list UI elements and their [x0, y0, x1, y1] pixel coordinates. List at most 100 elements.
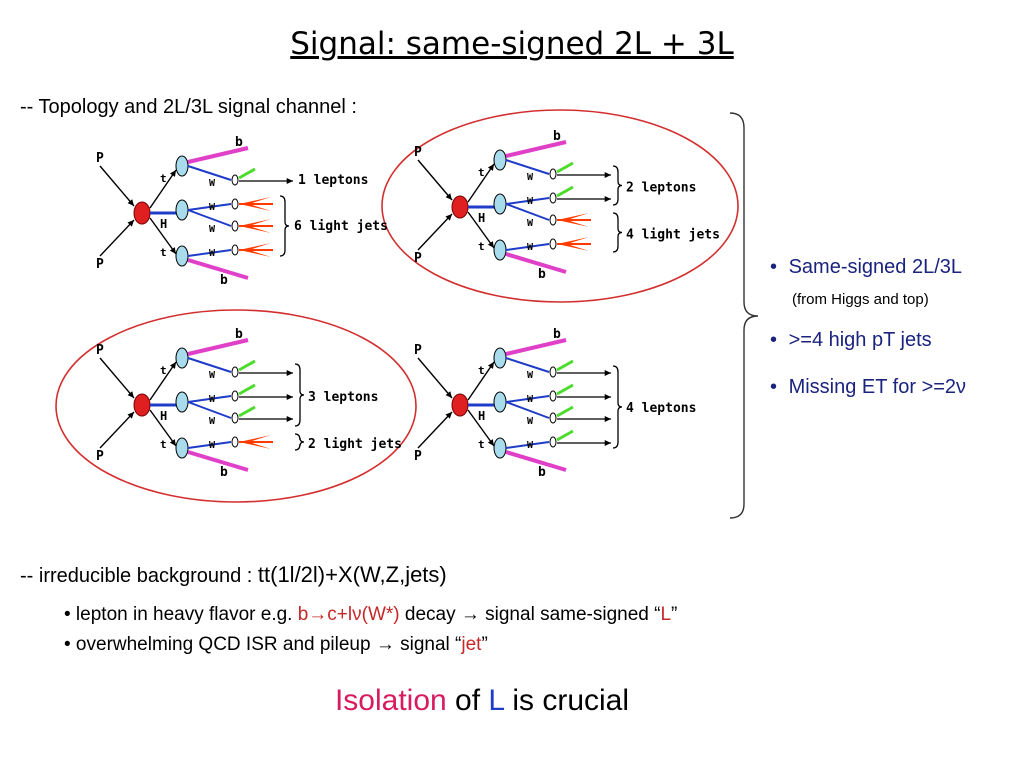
w-decay-node — [231, 366, 239, 378]
note-text: ” — [481, 634, 488, 655]
bottom-label-bottom: b — [538, 267, 546, 282]
bottom-quark-bottom — [187, 258, 249, 280]
production-vertex — [133, 393, 151, 417]
decay-node — [175, 199, 189, 221]
conclusion-L: L — [488, 684, 504, 717]
incoming-proton-bottom-head — [127, 412, 134, 419]
lepton-line-head — [286, 369, 293, 377]
w-boson-line — [505, 357, 550, 373]
w-label: W — [527, 242, 534, 253]
lepton-brace — [612, 365, 623, 449]
lepton-line-head — [604, 439, 611, 447]
decay-node — [175, 391, 189, 413]
w-boson-line — [505, 243, 550, 251]
w-decay-node — [549, 436, 557, 448]
jet-count-label: 6 light jets — [294, 219, 388, 234]
proton-label-bottom: P — [414, 449, 422, 464]
neutrino-line — [238, 359, 256, 372]
w-label: W — [209, 440, 216, 451]
top-quark-line — [467, 163, 495, 203]
incoming-proton-top — [417, 159, 453, 201]
proton-label-top: P — [96, 151, 104, 166]
antitop-label: t — [160, 438, 167, 451]
neutrino-line — [556, 429, 574, 442]
right-bracket — [729, 112, 759, 519]
w-decay-node — [549, 238, 557, 250]
w-boson-line — [505, 159, 550, 175]
lepton-brace — [612, 165, 623, 206]
proton-label-top: P — [414, 145, 422, 160]
antitop-quark-line — [149, 217, 177, 255]
neutrino-line — [238, 167, 256, 180]
conclusion-text: of — [446, 684, 489, 717]
background-line: -- irreducible background : tt(1l/2l)+X(… — [20, 562, 447, 588]
neutrino-line — [556, 359, 574, 372]
w-decay-node — [549, 366, 557, 378]
bottom-quark-top — [187, 146, 249, 164]
higgs-label: H — [160, 217, 167, 231]
w-decay-node — [231, 244, 239, 256]
incoming-proton-bottom-head — [127, 220, 134, 227]
bullet-marker: • — [770, 256, 778, 278]
bullet-same-signed: • Same-signed 2L/3L — [770, 256, 962, 279]
w-label: W — [527, 196, 534, 207]
antitop-quark-line — [467, 211, 495, 249]
note-text: decay → signal same-signed “ — [399, 604, 661, 625]
conclusion-text: is crucial — [504, 684, 630, 717]
neutrino-line — [556, 185, 574, 198]
higgs-label: H — [478, 409, 485, 423]
neutrino-line — [238, 383, 256, 396]
incoming-proton-bottom — [417, 411, 453, 449]
decay-formula: b→c+lν(W*) — [297, 604, 400, 625]
top-quark-line-head — [487, 164, 494, 171]
bullet-marker: • — [770, 376, 778, 398]
top-quark-line-head — [169, 362, 176, 369]
w-label: W — [209, 202, 216, 213]
jet-count-label: 4 light jets — [626, 228, 720, 243]
bottom-quark-bottom — [187, 450, 249, 472]
w-boson-line — [187, 441, 232, 449]
incoming-proton-bottom-head — [445, 214, 452, 221]
incoming-proton-top — [99, 357, 135, 399]
topology-label: -- Topology and 2L/3L signal channel : — [20, 96, 357, 118]
neutrino-line — [556, 161, 574, 174]
bottom-label-bottom: b — [220, 273, 228, 288]
antitop-quark-line — [149, 409, 177, 447]
note-text: • lepton in heavy flavor e.g. — [64, 604, 298, 625]
top-label: t — [478, 364, 485, 377]
incoming-proton-top-head — [445, 193, 452, 200]
w-boson-line — [505, 441, 550, 449]
note-text: ” — [671, 604, 678, 625]
lepton-line-head — [604, 369, 611, 377]
lepton-line-head — [286, 415, 293, 423]
jet-brace — [612, 212, 623, 253]
w-decay-node — [231, 174, 239, 186]
higgs-label: H — [160, 409, 167, 423]
production-vertex — [133, 201, 151, 225]
bullet-subtext: (from Higgs and top) — [792, 291, 929, 308]
proton-label-top: P — [96, 343, 104, 358]
bottom-quark-bottom — [505, 450, 567, 472]
antitop-quark-line — [467, 409, 495, 447]
w-label: W — [527, 440, 534, 451]
w-decay-node — [231, 390, 239, 402]
decay-node — [175, 437, 189, 459]
bullet-text: Missing ET for >=2ν — [788, 376, 967, 398]
bottom-label-bottom: b — [538, 465, 546, 480]
incoming-proton-top-head — [445, 391, 452, 398]
w-boson-line — [505, 395, 550, 403]
bottom-quark-top — [187, 338, 249, 356]
lepton-brace — [294, 363, 305, 427]
proton-label-bottom: P — [414, 251, 422, 266]
lepton-count-label: 1 leptons — [298, 173, 368, 188]
incoming-proton-top — [99, 165, 135, 207]
incoming-proton-bottom-head — [445, 412, 452, 419]
incoming-proton-bottom — [99, 411, 135, 449]
antitop-quark-line-head — [169, 439, 176, 446]
bottom-quark-top — [505, 140, 567, 158]
bottom-quark-top — [505, 338, 567, 356]
top-label: t — [160, 172, 167, 185]
decay-node — [175, 155, 189, 177]
decay-node — [493, 347, 507, 369]
top-quark-line-head — [169, 170, 176, 177]
